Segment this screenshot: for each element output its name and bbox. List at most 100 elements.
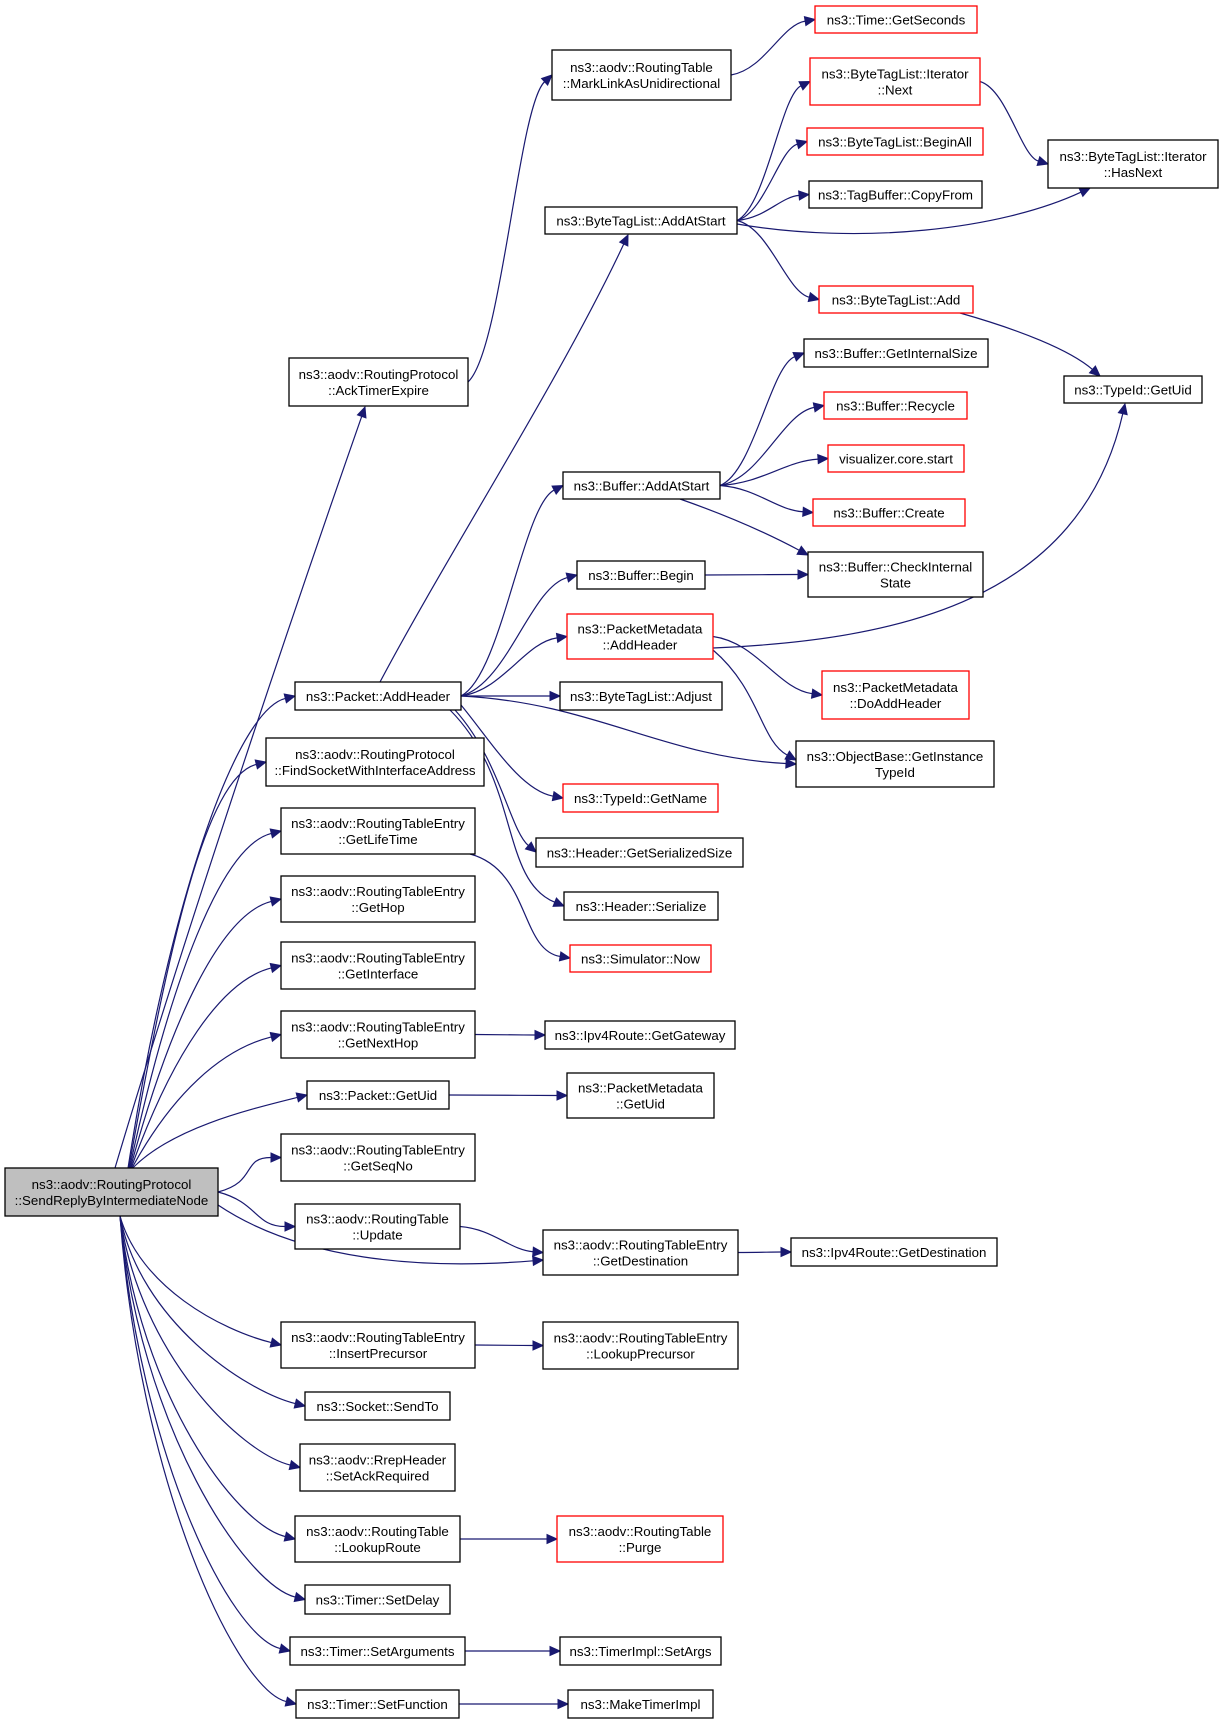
node-findSocket[interactable]: ns3::aodv::RoutingProtocol::FindSocketWi… (265, 737, 485, 787)
node-label: ns3::TimerImpl::SetArgs (569, 1644, 711, 1659)
node-label: ::LookupPrecursor (586, 1347, 695, 1362)
node-label: ::GetInterface (338, 967, 419, 982)
node-rtLookupRoute[interactable]: ns3::aodv::RoutingTable::LookupRoute (294, 1515, 461, 1563)
node-hdrSerialize[interactable]: ns3::Header::Serialize (563, 891, 719, 921)
node-bufCreate[interactable]: ns3::Buffer::Create (812, 498, 966, 527)
node-btlAdd[interactable]: ns3::ByteTagList::Add (818, 285, 974, 314)
node-rteGetSeqNo[interactable]: ns3::aodv::RoutingTableEntry::GetSeqNo (280, 1133, 476, 1182)
node-timerImplSetArgs[interactable]: ns3::TimerImpl::SetArgs (559, 1636, 722, 1666)
node-bufBegin[interactable]: ns3::Buffer::Begin (576, 560, 706, 590)
arrowhead (555, 632, 569, 644)
node-label: ns3::ByteTagList::AddAtStart (556, 214, 726, 229)
edge-markLink-to-timeGetSeconds (730, 16, 817, 76)
edge-timerSetArgs-to-timerImplSetArgs (465, 1645, 562, 1657)
edge-line (379, 243, 625, 683)
node-box (280, 1133, 476, 1182)
node-label: ns3::TypeId::GetUid (1074, 383, 1192, 398)
edge-addAtStartBTL-to-iterNext (736, 80, 812, 222)
node-label: ::Next (878, 83, 913, 98)
arrowhead (797, 569, 810, 580)
node-bufAddAtStart[interactable]: ns3::Buffer::AddAtStart (562, 471, 721, 500)
node-pmDoAddHeader[interactable]: ns3::PacketMetadata::DoAddHeader (821, 670, 970, 720)
edge-line (119, 1215, 296, 1405)
node-box (535, 837, 744, 868)
edge-line (730, 20, 806, 76)
node-bufGetInternalSize[interactable]: ns3::Buffer::GetInternalSize (803, 338, 989, 368)
node-ackTimerExpire[interactable]: ns3::aodv::RoutingProtocol::AckTimerExpi… (288, 357, 469, 407)
node-box (280, 807, 476, 855)
node-box (576, 560, 706, 590)
node-beginAll[interactable]: ns3::ByteTagList::BeginAll (806, 127, 984, 156)
node-box (563, 891, 719, 921)
node-rtPurge[interactable]: ns3::aodv::RoutingTable::Purge (556, 1515, 724, 1563)
node-timerSetArgs[interactable]: ns3::Timer::SetArguments (289, 1636, 466, 1666)
node-rteLookupPrecursor[interactable]: ns3::aodv::RoutingTableEntry::LookupPrec… (542, 1321, 739, 1370)
node-btlAdjust[interactable]: ns3::ByteTagList::Adjust (559, 681, 723, 711)
node-rteGetHop[interactable]: ns3::aodv::RoutingTableEntry::GetHop (280, 875, 476, 923)
edge-line (119, 1215, 296, 1598)
node-iterHasNext[interactable]: ns3::ByteTagList::Iterator::HasNext (1047, 139, 1219, 189)
node-simNow[interactable]: ns3::Simulator::Now (569, 944, 712, 973)
node-rteGetLifeTime[interactable]: ns3::aodv::RoutingTableEntry::GetLifeTim… (280, 807, 476, 855)
edge-line (719, 484, 804, 513)
arrowhead (532, 1255, 545, 1267)
arrowhead (812, 402, 826, 413)
arrowhead (546, 1533, 559, 1545)
node-label: ns3::aodv::RoutingTableEntry (291, 1020, 465, 1035)
node-pktGetUid[interactable]: ns3::Packet::GetUid (306, 1080, 450, 1110)
node-box (294, 1515, 461, 1563)
node-pktAddHeader[interactable]: ns3::Packet::AddHeader (294, 681, 462, 711)
node-typeIdGetUid[interactable]: ns3::TypeId::GetUid (1063, 375, 1203, 404)
node-visStart[interactable]: visualizer.core.start (827, 444, 965, 473)
node-tagBufferCopy[interactable]: ns3::TagBuffer::CopyFrom (808, 180, 983, 209)
node-rteGetInterface[interactable]: ns3::aodv::RoutingTableEntry::GetInterfa… (280, 941, 476, 990)
node-rtUpdate[interactable]: ns3::aodv::RoutingTable::Update (294, 1203, 461, 1250)
node-label: ns3::PacketMetadata (578, 1081, 704, 1096)
node-timeGetSeconds[interactable]: ns3::Time::GetSeconds (814, 5, 978, 34)
edge-line (119, 1215, 272, 1344)
edge-line (217, 1204, 534, 1265)
edge-line (131, 1036, 272, 1169)
node-rteGetNextHop[interactable]: ns3::aodv::RoutingTableEntry::GetNextHop (280, 1010, 476, 1059)
arrowhead (269, 1337, 283, 1348)
node-box (559, 1636, 722, 1666)
node-label: ::GetSeqNo (343, 1159, 412, 1174)
edge-line (460, 637, 558, 697)
node-sockSendTo[interactable]: ns3::Socket::SendTo (304, 1391, 451, 1421)
node-box (294, 681, 462, 711)
node-ipv4GetGateway[interactable]: ns3::Ipv4Route::GetGateway (544, 1020, 736, 1050)
node-iterNext[interactable]: ns3::ByteTagList::Iterator::Next (809, 57, 981, 106)
node-rrepSetAck[interactable]: ns3::aodv::RrepHeader::SetAckRequired (299, 1443, 456, 1492)
node-hdrGetSerSize[interactable]: ns3::Header::GetSerializedSize (535, 837, 744, 868)
node-timerSetDelay[interactable]: ns3::Timer::SetDelay (304, 1584, 451, 1615)
node-box (806, 127, 984, 156)
node-rteInsertPrecursor[interactable]: ns3::aodv::RoutingTableEntry::InsertPrec… (280, 1321, 476, 1369)
edge-root-to-rteGetLifeTime (129, 828, 283, 1169)
node-label: ns3::Buffer::CheckInternal (819, 560, 973, 575)
node-label: TypeId (875, 765, 915, 780)
node-makeTimerImpl[interactable]: ns3::MakeTimerImpl (567, 1689, 714, 1719)
arrowhead (798, 80, 812, 91)
arrowhead (549, 1645, 562, 1657)
node-addAtStartBTL[interactable]: ns3::ByteTagList::AddAtStart (544, 206, 738, 235)
node-label: ns3::Time::GetSeconds (827, 13, 966, 28)
node-typeIdGetName[interactable]: ns3::TypeId::GetName (562, 783, 719, 813)
node-label: ns3::ByteTagList::Iterator (821, 67, 969, 82)
node-pmGetUid[interactable]: ns3::PacketMetadata::GetUid (566, 1072, 715, 1119)
node-pmAddHeader[interactable]: ns3::PacketMetadata::AddHeader (566, 613, 714, 660)
node-label: ns3::aodv::RoutingTableEntry (554, 1238, 728, 1253)
node-timerSetFunction[interactable]: ns3::Timer::SetFunction (295, 1689, 460, 1719)
edge-line (129, 832, 272, 1169)
node-label: ::HasNext (1104, 165, 1163, 180)
node-label: ::GetHop (351, 900, 404, 915)
node-ipv4GetDestination[interactable]: ns3::Ipv4Route::GetDestination (790, 1237, 998, 1267)
node-bufRecycle[interactable]: ns3::Buffer::Recycle (823, 391, 968, 420)
node-box (808, 180, 983, 209)
node-markLink[interactable]: ns3::aodv::RoutingTable::MarkLinkAsUnidi… (551, 49, 732, 101)
arrowhead (278, 1643, 292, 1654)
node-label: ::AckTimerExpire (328, 383, 429, 398)
node-rteGetDestination[interactable]: ns3::aodv::RoutingTableEntry::GetDestina… (542, 1229, 739, 1276)
node-box (559, 681, 723, 711)
